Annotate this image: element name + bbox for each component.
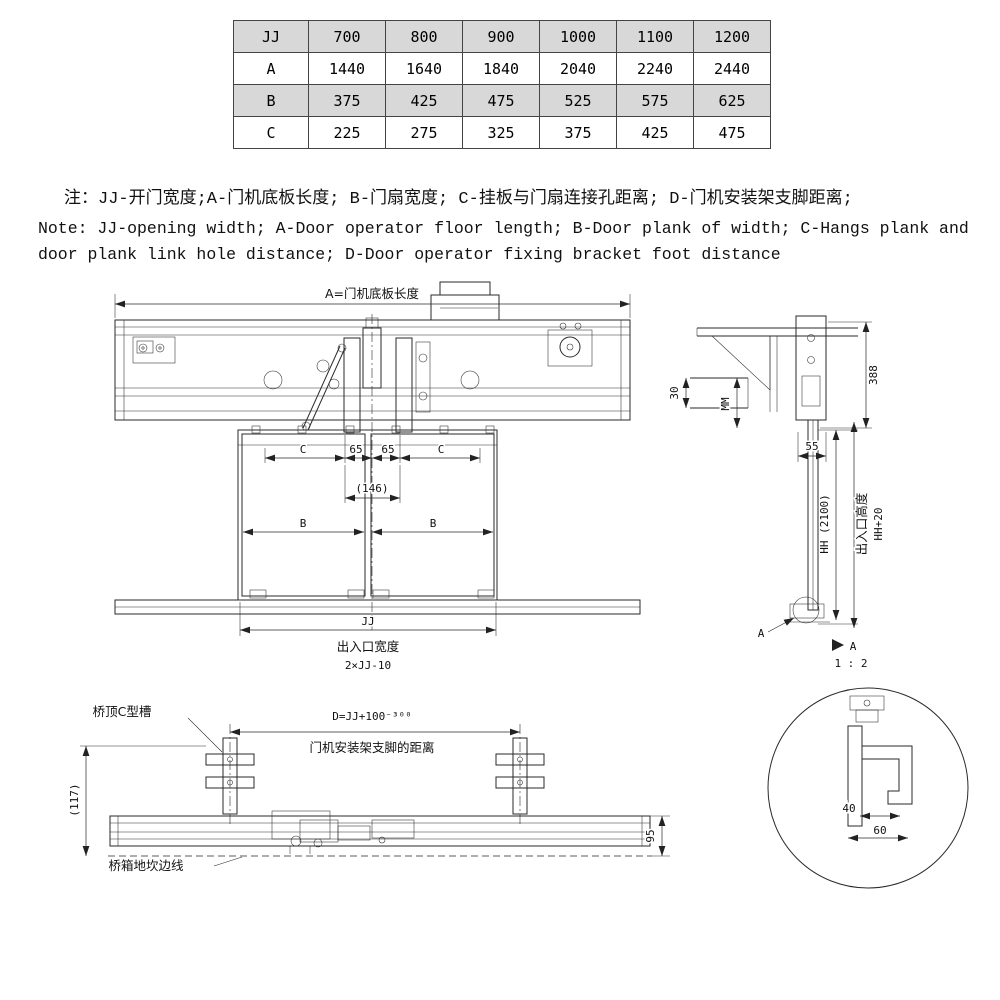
side-structure bbox=[690, 315, 858, 623]
door-panel-left bbox=[241, 433, 366, 597]
dim-b-right: B bbox=[430, 517, 437, 530]
table-cell: 525 bbox=[539, 84, 617, 117]
bracket-left bbox=[205, 737, 255, 815]
dim-65-right: 65 bbox=[381, 443, 394, 456]
spec-table: JJ 700 800 900 1000 1100 1200 A 1440 164… bbox=[233, 20, 771, 149]
detail-region-circle bbox=[792, 596, 820, 624]
dim-d: D=JJ+100⁻³⁰⁰ bbox=[332, 710, 411, 723]
dim-95: 95 bbox=[644, 829, 657, 842]
bracket-right bbox=[495, 737, 545, 815]
dim-30: 30 bbox=[668, 386, 681, 399]
right-motor-pulley bbox=[547, 322, 593, 367]
detail-circle bbox=[767, 687, 969, 889]
table-cell: 375 bbox=[539, 116, 617, 149]
table-cell: 2040 bbox=[539, 52, 617, 85]
detail-dims: 40 60 bbox=[841, 801, 908, 842]
hanger-bracket bbox=[795, 315, 827, 421]
c-channel-profile bbox=[847, 695, 913, 827]
engineering-drawing: A=门机底板长度 bbox=[67, 281, 969, 889]
row-label: JJ bbox=[233, 20, 309, 53]
note-chinese: 注：JJ-开门宽度;A-门机底板长度; B-门扇宽度; C-挂板与门扇连接孔距离… bbox=[64, 190, 853, 209]
table-row-b: B 375 425 475 525 575 625 bbox=[233, 84, 771, 117]
door-panel-right bbox=[370, 433, 495, 597]
table-row-c: C 225 275 325 375 425 475 bbox=[233, 116, 771, 149]
table-cell: 1840 bbox=[462, 52, 540, 85]
left-end-assembly bbox=[132, 336, 176, 364]
sill-edge-label: 桥箱地坎边线 bbox=[108, 858, 184, 873]
table-cell: 475 bbox=[693, 116, 771, 149]
dim-c-left: C bbox=[300, 443, 307, 456]
table-cell: 375 bbox=[308, 84, 386, 117]
section-arrow bbox=[832, 639, 844, 651]
entrance-width-label: 出入口宽度 bbox=[337, 639, 400, 654]
dim-40: 40 bbox=[842, 802, 855, 815]
table-cell: 1000 bbox=[539, 20, 617, 53]
dim-55: 55 bbox=[805, 440, 818, 453]
table-cell: 1200 bbox=[693, 20, 771, 53]
table-cell: 225 bbox=[308, 116, 386, 149]
track-assembly bbox=[114, 314, 631, 632]
section-scale: 1 : 2 bbox=[834, 657, 867, 670]
dim-a: A=门机底板长度 bbox=[114, 285, 631, 318]
table-cell: 275 bbox=[385, 116, 463, 149]
table-cell: 1440 bbox=[308, 52, 386, 85]
dim-388: 388 bbox=[867, 365, 880, 385]
door-panels bbox=[237, 429, 498, 601]
table-cell: 325 bbox=[462, 116, 540, 149]
row-label: C bbox=[233, 116, 309, 149]
dim-mm: MM bbox=[719, 397, 732, 411]
side-view: 388 30 MM 55 HH (2100) 出入口高度 HH+20 A bbox=[667, 315, 887, 672]
table-row-a: A 1440 1640 1840 2040 2240 2440 bbox=[233, 52, 771, 85]
table-cell: 700 bbox=[308, 20, 386, 53]
table-cell: 425 bbox=[616, 116, 694, 149]
dim-hh-plus-20: HH+20 bbox=[872, 507, 885, 540]
bracket-distance-label: 门机安装架支脚的距离 bbox=[309, 740, 434, 755]
detail-mark-a: A bbox=[758, 627, 765, 640]
table-cell: 475 bbox=[462, 84, 540, 117]
dim-c-right: C bbox=[438, 443, 445, 456]
table-cell: 1640 bbox=[385, 52, 463, 85]
row-label: A bbox=[233, 52, 309, 85]
table-cell: 2240 bbox=[616, 52, 694, 85]
dim-a-label: A=门机底板长度 bbox=[325, 286, 420, 301]
motor-box bbox=[430, 281, 500, 321]
table-cell: 425 bbox=[385, 84, 463, 117]
bottom-assembly bbox=[109, 810, 651, 854]
detail-view: 40 60 bbox=[767, 687, 969, 889]
side-dims: 388 30 MM 55 HH (2100) 出入口高度 HH+20 A bbox=[667, 321, 887, 672]
dim-117: (117) bbox=[68, 783, 81, 816]
dim-65-left: 65 bbox=[349, 443, 362, 456]
table-cell: 900 bbox=[462, 20, 540, 53]
front-dims: C 65 65 C (146) B B JJ 出入口宽度 2×JJ-10 bbox=[239, 435, 497, 674]
note-english: Note: JJ-opening width; A-Door operator … bbox=[38, 219, 969, 264]
dim-hh: HH (2100) bbox=[818, 494, 831, 554]
table-cell: 625 bbox=[693, 84, 771, 117]
dim-jj: JJ bbox=[361, 615, 374, 628]
dim-2xjj: 2×JJ-10 bbox=[345, 659, 391, 672]
notes-block: 注：JJ-开门宽度;A-门机底板长度; B-门扇宽度; C-挂板与门扇连接孔距离… bbox=[38, 186, 976, 268]
dim-60: 60 bbox=[873, 824, 886, 837]
table-row-jj: JJ 700 800 900 1000 1100 1200 bbox=[233, 20, 771, 53]
table-cell: 1100 bbox=[616, 20, 694, 53]
sill-bar bbox=[114, 599, 641, 615]
dim-b-left: B bbox=[300, 517, 307, 530]
table-cell: 575 bbox=[616, 84, 694, 117]
dim-146: (146) bbox=[355, 482, 388, 495]
section-label: A bbox=[850, 640, 857, 653]
row-label: B bbox=[233, 84, 309, 117]
front-view: A=门机底板长度 bbox=[114, 281, 641, 674]
bottom-view: 桥顶C型槽 D=JJ+100⁻³⁰⁰ 门机安装架支脚的距离 bbox=[67, 703, 670, 875]
c-channel-label: 桥顶C型槽 bbox=[93, 704, 152, 719]
table-cell: 800 bbox=[385, 20, 463, 53]
table-cell: 2440 bbox=[693, 52, 771, 85]
entrance-height-label: 出入口高度 bbox=[854, 492, 869, 555]
